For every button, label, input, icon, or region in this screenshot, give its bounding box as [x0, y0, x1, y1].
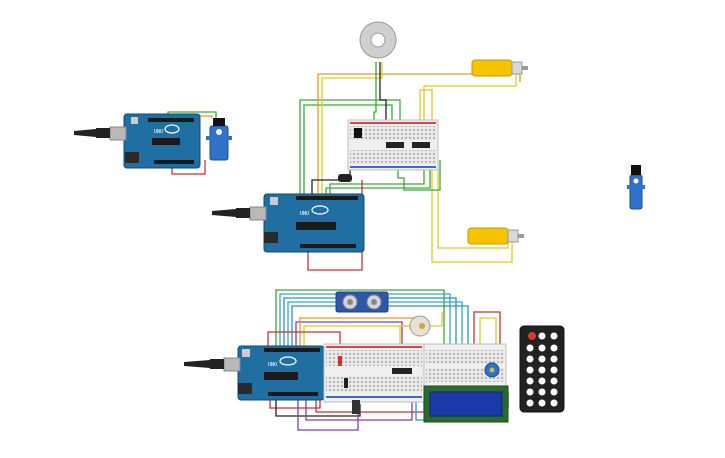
arduino-board-top-left[interactable]: UNO	[74, 113, 201, 169]
breadboard-top[interactable]	[338, 119, 439, 182]
servo-motor-right[interactable]	[627, 165, 645, 210]
svg-text:UNO: UNO	[300, 211, 309, 217]
gear-motor-bottom[interactable]	[467, 227, 524, 245]
small-dc-motor[interactable]	[409, 315, 431, 337]
ultrasonic-sensor[interactable]	[335, 291, 389, 313]
ir-remote[interactable]	[519, 325, 565, 413]
dc-motor-round[interactable]	[359, 21, 397, 59]
servo-motor-top-left[interactable]	[206, 118, 232, 161]
gear-motor-top[interactable]	[471, 59, 528, 77]
arduino-board-middle[interactable]: UNO	[212, 193, 365, 253]
wires-bottom-circuit	[267, 289, 509, 431]
svg-text:UNO: UNO	[268, 362, 277, 368]
breadboard-bottom-right[interactable]	[423, 343, 507, 389]
arduino-board-bottom[interactable]: UNO	[184, 345, 325, 401]
breadboard-bottom-left[interactable]	[323, 343, 425, 414]
lcd-display[interactable]	[423, 385, 509, 423]
svg-text:UNO: UNO	[154, 129, 163, 135]
wires-top-circuit	[167, 62, 521, 271]
